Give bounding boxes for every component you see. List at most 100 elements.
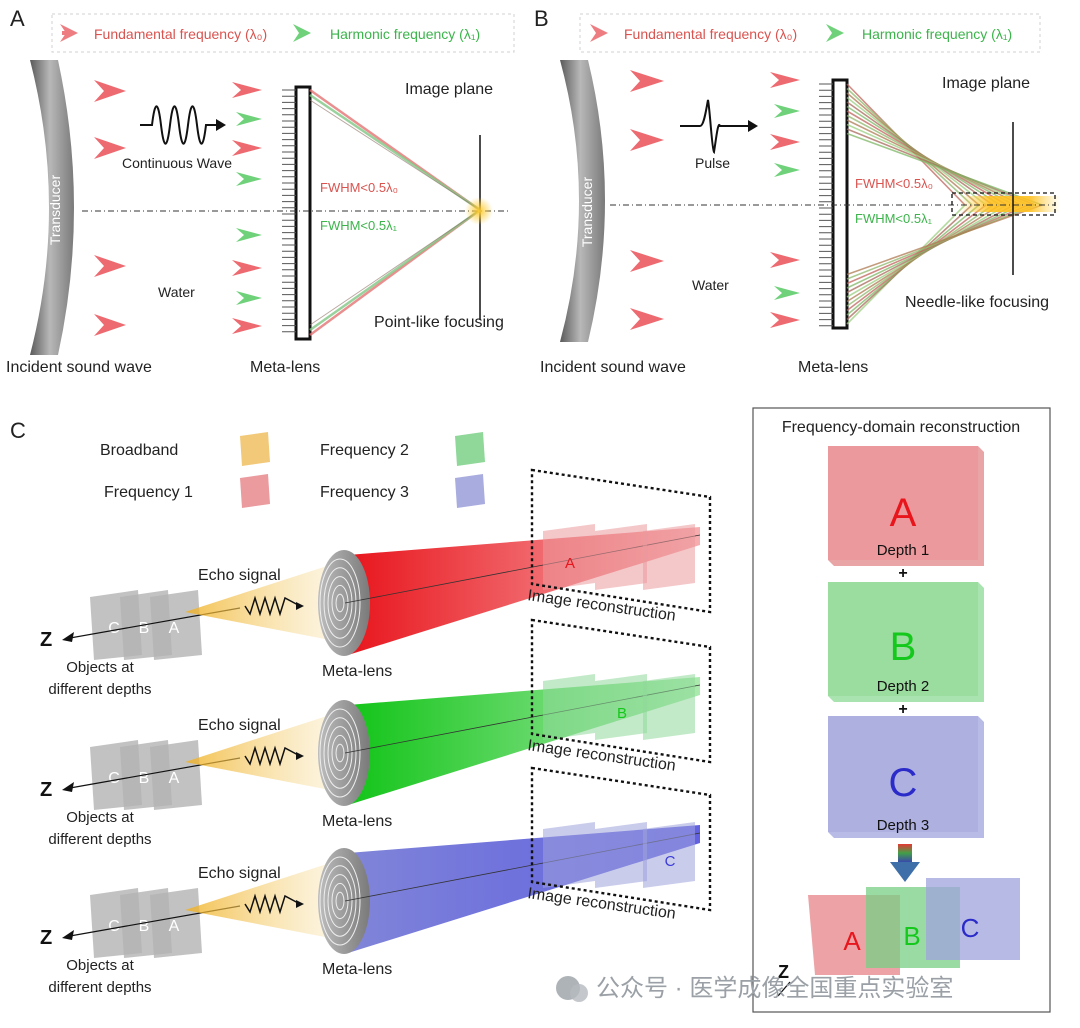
freq-domain-box: Frequency-domain reconstruction A Depth …	[752, 407, 1051, 1013]
object-letter: B	[139, 918, 150, 935]
panel-a-incident-arrows	[94, 80, 126, 336]
freq-block-3-depth: Depth 3	[877, 817, 930, 834]
object-letter: C	[108, 918, 120, 935]
panel-c-legend: Broadband Frequency 1 Frequency 2 Freque…	[100, 432, 485, 508]
freq-block-2-depth: Depth 2	[877, 678, 930, 695]
z-label: Z	[40, 629, 52, 651]
panel-a-meta-lens	[282, 85, 312, 341]
echo-label: Echo signal	[198, 567, 281, 584]
legend-freq1: Frequency 1	[104, 484, 193, 501]
panel-a-image-plane: Image plane	[405, 81, 493, 98]
object-letter: B	[139, 620, 150, 637]
meta-lens-label: Meta-lens	[322, 813, 392, 830]
panel-a-transducer-label: Transducer	[47, 175, 63, 246]
object-plane	[150, 590, 202, 660]
panel-b-transmitted-arrows	[770, 72, 800, 328]
panel-b-legend-harmonic: Harmonic frequency (λ₁)	[862, 26, 1012, 42]
recon-frame	[530, 766, 712, 912]
swatch-freq1	[240, 474, 270, 508]
freq-block-3-letter: C	[889, 761, 918, 805]
object-plane	[150, 888, 202, 958]
object-letter: A	[169, 770, 180, 787]
object-letter: A	[169, 918, 180, 935]
legend-broadband: Broadband	[100, 442, 178, 459]
panel-b-fwhm0: FWHM<0.5λ₀	[855, 176, 933, 191]
recon-letter: C	[665, 853, 676, 870]
panel-a-wave-label: Continuous Wave	[122, 155, 232, 171]
object-letter: C	[108, 620, 120, 637]
combined-letter-c: C	[961, 913, 980, 943]
objects-label-line1: Objects at	[66, 809, 134, 826]
objects-label-line2: different depths	[48, 681, 151, 698]
swatch-freq3	[455, 474, 485, 508]
z-label: Z	[40, 779, 52, 801]
panel-a-incident: Incident sound wave	[6, 359, 152, 376]
recon-label: Image reconstruction	[526, 737, 676, 775]
panel-a-legend-fundamental: Fundamental frequency (λ₀)	[94, 26, 267, 42]
panel-a-letter: A	[10, 6, 25, 31]
panel-c-letter: C	[10, 418, 26, 443]
panel-b-legend-fundamental: Fundamental frequency (λ₀)	[624, 26, 797, 42]
echo-beam	[185, 715, 330, 790]
swatch-freq2	[455, 432, 485, 466]
panel-b-focusing: Needle-like focusing	[905, 294, 1049, 311]
recon-plane	[543, 822, 595, 888]
combined-letter-a: A	[843, 926, 861, 956]
combined-letter-b: B	[903, 921, 920, 951]
red-arrow-icon	[590, 24, 608, 42]
plus-2: +	[898, 701, 907, 718]
recon-plane	[595, 524, 647, 590]
swatch-broadband	[240, 432, 270, 466]
recon-letter: B	[617, 705, 627, 722]
recon-frame	[530, 618, 712, 764]
meta-lens-label: Meta-lens	[322, 961, 392, 978]
objects-label-line2: different depths	[48, 979, 151, 996]
plus-1: +	[898, 565, 907, 582]
z-label: Z	[40, 927, 52, 949]
panel-b-needle-focus	[960, 196, 1060, 212]
panel-a-focal-spot	[465, 197, 493, 225]
panel-b-legend-box	[579, 13, 1041, 53]
panel-a-focusing: Point-like focusing	[374, 314, 504, 331]
echo-wave-icon	[244, 595, 301, 617]
panel-a-transmitted-arrows	[232, 82, 262, 334]
panel-a-fwhm0: FWHM<0.5λ₀	[320, 180, 398, 195]
meta-lens-label: Meta-lens	[322, 663, 392, 680]
green-arrow-icon	[293, 24, 311, 42]
transducer-shape	[30, 60, 74, 355]
panel-a-focus-rays	[309, 88, 481, 337]
recon-plane	[643, 524, 695, 590]
recon-plane	[543, 524, 595, 590]
legend-freq2: Frequency 2	[320, 442, 409, 459]
freq-block-2: B Depth 2	[828, 582, 984, 702]
combined-image: A B C Z	[777, 878, 1020, 997]
panel-b-focus-box	[951, 192, 1056, 216]
panel-b-meta-lens	[819, 78, 849, 330]
recon-label: Image reconstruction	[526, 885, 676, 923]
echo-beam	[185, 565, 330, 640]
object-letter: C	[108, 770, 120, 787]
watermark-text: 公众号 · 医学成像全国重点实验室	[596, 975, 953, 1002]
panel-b-transducer-label: Transducer	[579, 177, 595, 248]
recon-plane	[643, 674, 695, 740]
freq-block-1: A Depth 1	[828, 446, 984, 566]
recon-plane	[595, 674, 647, 740]
echo-label: Echo signal	[198, 865, 281, 882]
panel-b-focus-rays	[846, 83, 1043, 325]
echo-beam	[185, 863, 330, 938]
freq-block-2-letter: B	[890, 625, 917, 669]
object-plane	[150, 740, 202, 810]
panel-a-medium: Water	[158, 284, 195, 300]
recon-letter: A	[565, 555, 575, 572]
panel-b-fwhm1: FWHM<0.5λ₁	[855, 211, 933, 226]
recon-label: Image reconstruction	[526, 587, 676, 625]
freq-block-3: C Depth 3	[828, 716, 984, 838]
panel-a-legend-harmonic: Harmonic frequency (λ₁)	[330, 26, 480, 42]
panel-a-legend-box	[51, 13, 515, 53]
panel-a: A Fundamental frequency (λ₀) Harmonic fr…	[6, 6, 515, 376]
objects-label-line2: different depths	[48, 831, 151, 848]
transducer-shape	[560, 60, 605, 342]
